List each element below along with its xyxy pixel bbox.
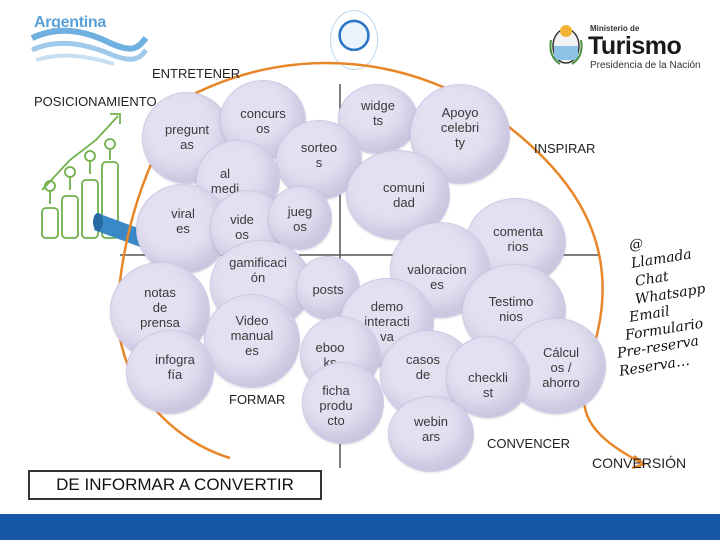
- arrowhead-icon: [631, 455, 647, 470]
- bubble-widgets-label: widge ts: [361, 98, 395, 128]
- growth-people-icon: [41, 113, 121, 239]
- bubble-checklist: [446, 336, 530, 418]
- bubble-ficha-producto: [302, 362, 384, 444]
- bubble-posts-label: posts: [312, 282, 344, 297]
- coat-of-arms-icon: [549, 25, 583, 65]
- ministerio-turismo-logo: Ministerio de Turismo Presidencia de la …: [548, 20, 708, 71]
- bubble-casos-label: casos de: [406, 352, 440, 382]
- bubble-juegos-label: jueg os: [287, 204, 313, 234]
- summary-box: DE INFORMAR A CONVERTIR: [28, 470, 322, 500]
- bubble-sorteos-label: sorteo s: [300, 140, 338, 170]
- bubble-ficha-label: ficha produ cto: [319, 383, 353, 428]
- channel-at: @: [628, 235, 645, 254]
- bubble-concursos-label: concurs os: [240, 106, 286, 136]
- argentina-logo-text: Argentina: [34, 14, 106, 31]
- bubble-gamificacion-label: gamificaci ón: [229, 255, 287, 285]
- header: Argentina Ministerio de Turismo Presiden…: [0, 0, 720, 80]
- bubble-comunidad-label: comuni dad: [383, 180, 425, 210]
- bubble-infografia-label: infogra fía: [155, 352, 195, 382]
- bubble-apoyo-label: Apoyo celebri ty: [440, 105, 480, 150]
- label-conversion: CONVERSIÓN: [592, 455, 687, 471]
- label-formar: FORMAR: [229, 392, 286, 407]
- argentina-logo: Argentina: [28, 8, 148, 70]
- wave-icon: [30, 27, 148, 66]
- bubble-videos-label: vide os: [230, 212, 254, 242]
- label-inspirar: INSPIRAR: [534, 141, 596, 156]
- award-seal-icon: [330, 10, 378, 70]
- bubble-webinars: [388, 396, 474, 472]
- label-convencer: CONVENCER: [487, 436, 571, 451]
- ministry-title: Turismo: [588, 32, 682, 60]
- ministry-subtitle: Presidencia de la Nación: [590, 60, 701, 71]
- bubble-webinars-label: webin ars: [414, 414, 448, 444]
- bubble-calculo-label: Cálcul os / ahorro: [542, 345, 580, 390]
- footer-bar: [0, 514, 720, 540]
- ministry-small-text: Ministerio de: [590, 24, 640, 33]
- label-posicionamiento: POSICIONAMIENTO: [34, 94, 157, 109]
- bubble-testimonios-label: Testimo nios: [488, 294, 534, 324]
- bubble-virales-label: viral es: [171, 206, 195, 236]
- bubble-checklist-label: checkli st: [468, 370, 508, 400]
- bubble-preguntas-label: pregunt as: [164, 122, 210, 152]
- bubble-video-manuales-label: Video manual es: [230, 313, 274, 358]
- bubble-demo-label: demo interacti va: [364, 299, 410, 344]
- label-entretener: ENTRETENER: [152, 66, 241, 81]
- bubble-valoraciones-label: valoracion es: [407, 262, 467, 292]
- bubble-juegos: [268, 186, 332, 250]
- bubble-notas-label: notas de prensa: [140, 285, 180, 330]
- bubble-infografia: [126, 330, 214, 414]
- bubble-video-manuales: [204, 294, 300, 388]
- bubble-comentarios-label: comenta rios: [493, 224, 543, 254]
